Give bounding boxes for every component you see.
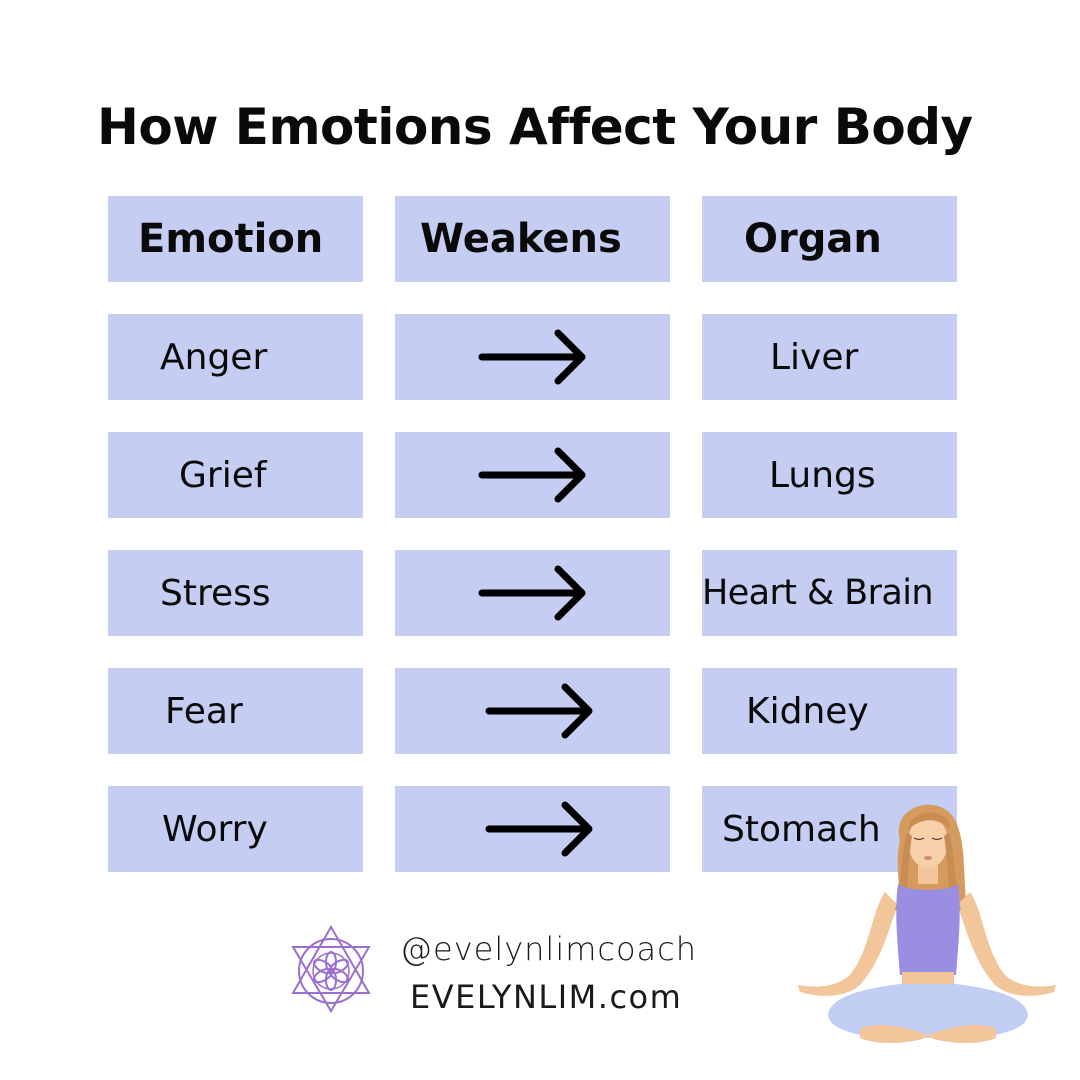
arrow-right-icon	[485, 801, 592, 857]
header-organ: Organ	[702, 196, 957, 282]
table-row-emotion: Grief	[108, 432, 363, 518]
organ-label: Kidney	[746, 690, 869, 732]
table-row-arrow	[395, 432, 670, 518]
table-row-emotion: Fear	[108, 668, 363, 754]
emotion-label: Anger	[160, 336, 268, 378]
table-row-arrow	[395, 550, 670, 636]
header-organ-label: Organ	[744, 216, 882, 262]
table-row-organ: Lungs	[702, 432, 957, 518]
sacred-geometry-logo-icon	[291, 925, 371, 1013]
meditating-woman-illustration-icon	[798, 804, 1056, 1044]
table-row-emotion: Worry	[108, 786, 363, 872]
table-row-emotion: Stress	[108, 550, 363, 636]
organ-label: Stomach	[722, 808, 881, 850]
table-row-organ: Liver	[702, 314, 957, 400]
header-emotion-label: Emotion	[138, 216, 324, 262]
arrow-right-icon	[485, 683, 592, 739]
table-row-emotion: Anger	[108, 314, 363, 400]
emotion-label: Grief	[179, 454, 267, 496]
table-row-arrow	[395, 786, 670, 872]
arrow-right-icon	[478, 447, 585, 503]
header-emotion: Emotion	[108, 196, 363, 282]
emotion-label: Stress	[160, 572, 271, 614]
table-row-organ: Heart & Brain	[702, 550, 957, 636]
website-link[interactable]: EVELYNLIM.com	[410, 978, 683, 1016]
social-handle: @evelynlimcoach	[400, 930, 698, 968]
organ-label: Heart & Brain	[702, 573, 934, 613]
arrow-right-icon	[478, 565, 585, 621]
arrow-right-icon	[478, 329, 585, 385]
table-row-arrow	[395, 314, 670, 400]
organ-label: Lungs	[769, 454, 876, 496]
emotion-label: Fear	[165, 690, 243, 732]
table-row-arrow	[395, 668, 670, 754]
emotion-label: Worry	[162, 808, 268, 850]
page-title: How Emotions Affect Your Body	[97, 98, 973, 156]
table-row-organ: Kidney	[702, 668, 957, 754]
header-weakens: Weakens	[395, 196, 670, 282]
organ-label: Liver	[770, 336, 859, 378]
header-weakens-label: Weakens	[420, 216, 622, 262]
